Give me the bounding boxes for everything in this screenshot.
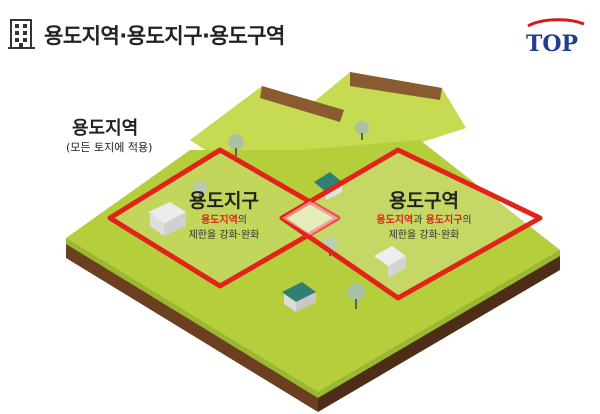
district-outline [107, 147, 341, 289]
use-zone-highlight-b: 용도지구 [425, 215, 463, 226]
use-district-suffix: 의 [237, 215, 247, 226]
logo-text: TOP [526, 31, 578, 56]
zone-outline [279, 147, 543, 301]
overlap-area [282, 201, 338, 235]
use-district-label: 용도지구 용도지역의 제한을 강화·완화 [174, 186, 274, 243]
grass-top [66, 140, 560, 392]
house-4 [282, 282, 316, 312]
header: 용도지역·용도지구·용도구역 TOP [0, 0, 600, 64]
use-area-title: 용도지역 [72, 118, 139, 139]
use-zone-title: 용도구역 [389, 190, 459, 212]
use-district-highlight: 용도지역 [200, 215, 238, 226]
use-zone-mid: 과 [413, 215, 426, 226]
use-district-line1: 용도지역의 [174, 213, 274, 228]
use-zone-label: 용도구역 용도지역과 용도지구의 제한을 강화·완화 [354, 186, 494, 243]
top-logo: TOP [526, 18, 585, 56]
use-district-title: 용도지구 [189, 190, 259, 212]
page-title: 용도지역·용도지구·용도구역 [44, 24, 285, 48]
use-district-line2: 제한을 강화·완화 [188, 230, 260, 241]
use-zone-line2: 제한을 강화·완화 [388, 230, 460, 241]
use-zone-highlight-a: 용도지역 [376, 215, 414, 226]
hill-back-cliff-2 [350, 72, 442, 100]
use-zone-line1: 용도지역과 용도지구의 [354, 213, 494, 228]
use-zone-suffix: 의 [462, 215, 472, 226]
hill-back-cliff [260, 86, 344, 122]
house-3 [374, 246, 406, 278]
use-area-subtitle: (모든 토지에 적용) [66, 141, 153, 154]
building-icon [8, 19, 35, 49]
house-1 [148, 202, 186, 236]
